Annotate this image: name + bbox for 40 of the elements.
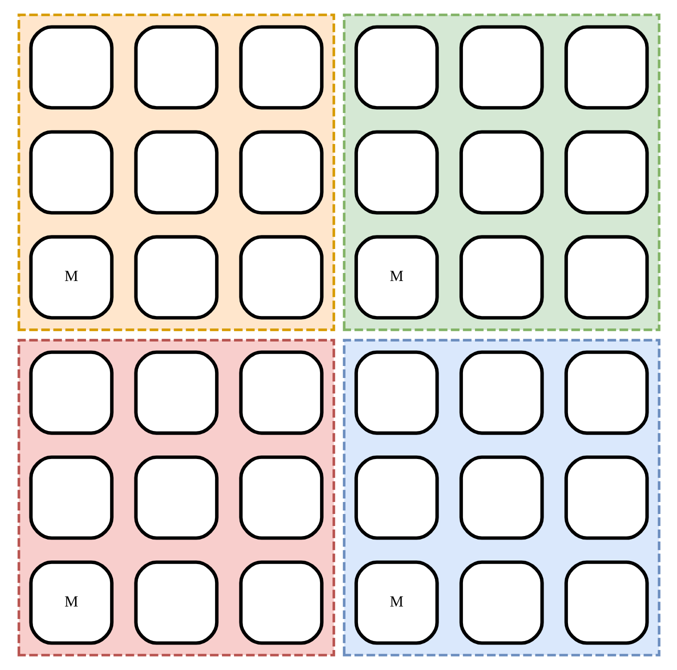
node-box (28, 25, 114, 110)
node-box (458, 350, 544, 435)
node-box (238, 25, 324, 110)
node-box: M (354, 235, 438, 320)
node-box (564, 560, 648, 645)
cluster (342, 338, 660, 656)
node-box (238, 560, 324, 645)
node-box (134, 235, 218, 320)
cluster (342, 14, 660, 332)
node-box (28, 130, 114, 215)
node-box (134, 560, 218, 645)
node-box (28, 455, 114, 540)
node-box (458, 455, 544, 540)
node-box (458, 560, 544, 645)
node-box (458, 235, 544, 320)
node-box (354, 455, 438, 540)
cluster (17, 338, 335, 656)
node-box: M (28, 235, 114, 320)
node-box (564, 25, 648, 110)
node-box (238, 235, 324, 320)
node-box (354, 25, 438, 110)
node-box (28, 350, 114, 435)
node-box (238, 130, 324, 215)
node-box (564, 130, 648, 215)
node-box (238, 455, 324, 540)
node-box (564, 455, 648, 540)
node-box (134, 25, 218, 110)
node-box (134, 455, 218, 540)
node-box (354, 350, 438, 435)
node-box (564, 350, 648, 435)
node-box: M (28, 560, 114, 645)
node-box: M (354, 560, 438, 645)
node-box (134, 130, 218, 215)
node-box (354, 130, 438, 215)
cluster (17, 14, 335, 332)
node-box (564, 235, 648, 320)
node-box (238, 350, 324, 435)
node-box (134, 350, 218, 435)
node-box (458, 25, 544, 110)
node-box (458, 130, 544, 215)
